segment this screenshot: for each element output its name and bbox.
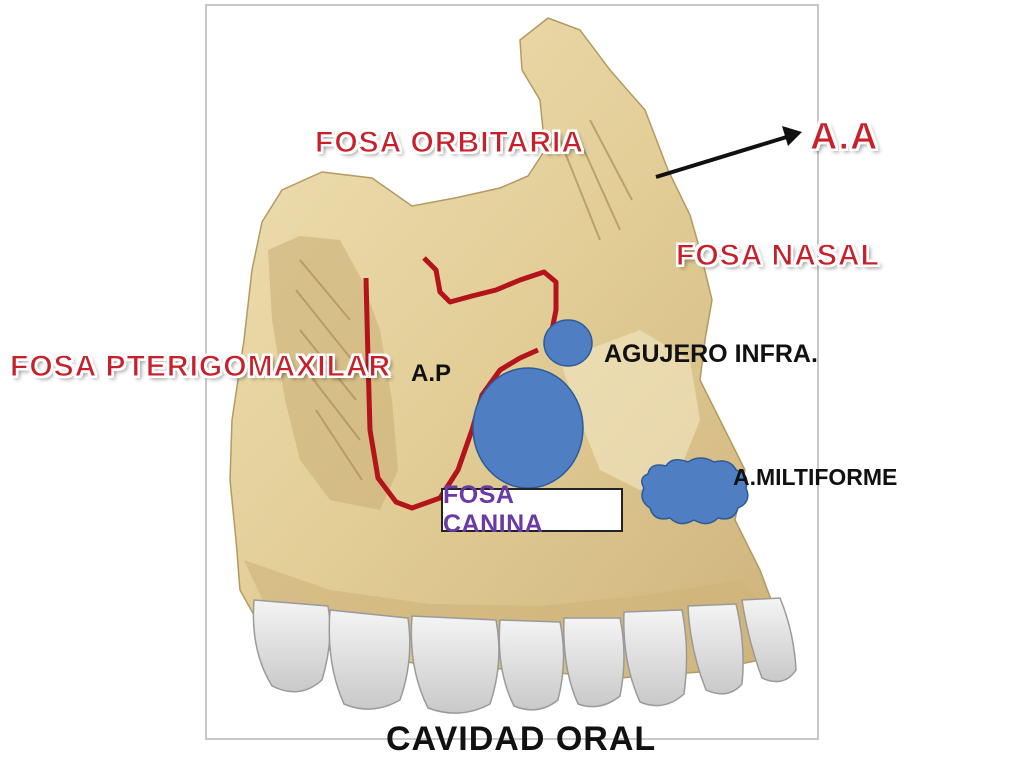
a-miltiforme-marker: [641, 457, 749, 525]
bone-highlight: [560, 330, 700, 490]
tooth-incisor-1: [687, 603, 744, 695]
label-fosa-pterigomaxilar: FOSA PTERIGOMAXILAR: [9, 350, 392, 383]
label-fosa-nasal: FOSA NASAL: [676, 239, 880, 272]
label-cavidad-oral: CAVIDAD ORAL: [386, 720, 657, 758]
label-a-miltiforme: A.MILTIFORME: [733, 464, 898, 490]
tooth-canine: [623, 609, 688, 707]
teeth: [252, 597, 797, 714]
fosa-canina-marker: [472, 367, 584, 489]
aa-arrowhead: [782, 126, 802, 146]
aa-arrow-line: [655, 134, 791, 179]
pterygoid-ridges: [295, 119, 633, 481]
tooth-molar-2: [328, 609, 411, 710]
agujero-infraorbitario-marker: [543, 319, 593, 367]
fosa-canina-label-box: FOSA CANINA: [441, 481, 623, 538]
label-fosa-orbitaria: FOSA ORBITARIA: [315, 126, 584, 159]
label-aa: A.A: [809, 116, 879, 158]
tooth-incisor-2: [741, 597, 797, 683]
tooth-premolar-2: [563, 617, 625, 708]
tuberosity-outline: [363, 277, 540, 511]
tooth-molar-3: [410, 615, 500, 714]
fosa-orbitaria-outline: [422, 256, 559, 331]
label-fosa-canina: FOSA CANINA: [443, 481, 544, 538]
label-agujero-infra: AGUJERO INFRA.: [604, 340, 818, 368]
tooth-molar-1: [252, 599, 331, 693]
tooth-premolar-1: [498, 619, 565, 711]
image-frame: [205, 4, 819, 740]
label-ap: A.P: [411, 360, 452, 387]
